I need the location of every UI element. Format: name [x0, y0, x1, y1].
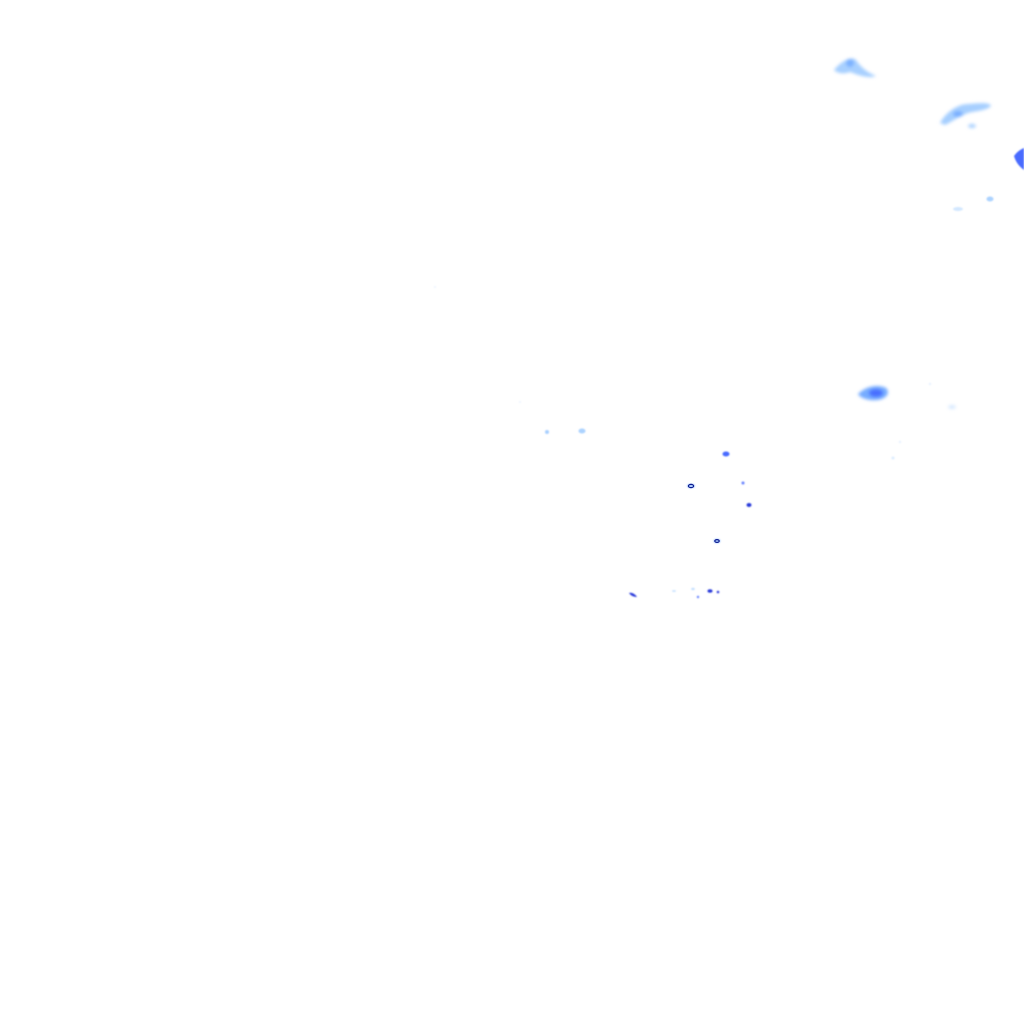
- rain-cell-east-small: [953, 196, 994, 211]
- rain-cell-north: [834, 58, 876, 78]
- rain-cell-south-line: [629, 587, 720, 599]
- rain-cell-east-edge: [1014, 148, 1024, 170]
- storm-cell-center-a: [687, 483, 695, 489]
- storm-cell-center-b: [713, 538, 721, 544]
- rain-cell-central-east: [858, 386, 956, 409]
- rain-cell-central-west: [545, 428, 586, 434]
- rain-cell-center-1: [722, 451, 752, 507]
- rain-cell-northeast-band: [940, 103, 991, 129]
- faint-echo-traces: [434, 286, 932, 460]
